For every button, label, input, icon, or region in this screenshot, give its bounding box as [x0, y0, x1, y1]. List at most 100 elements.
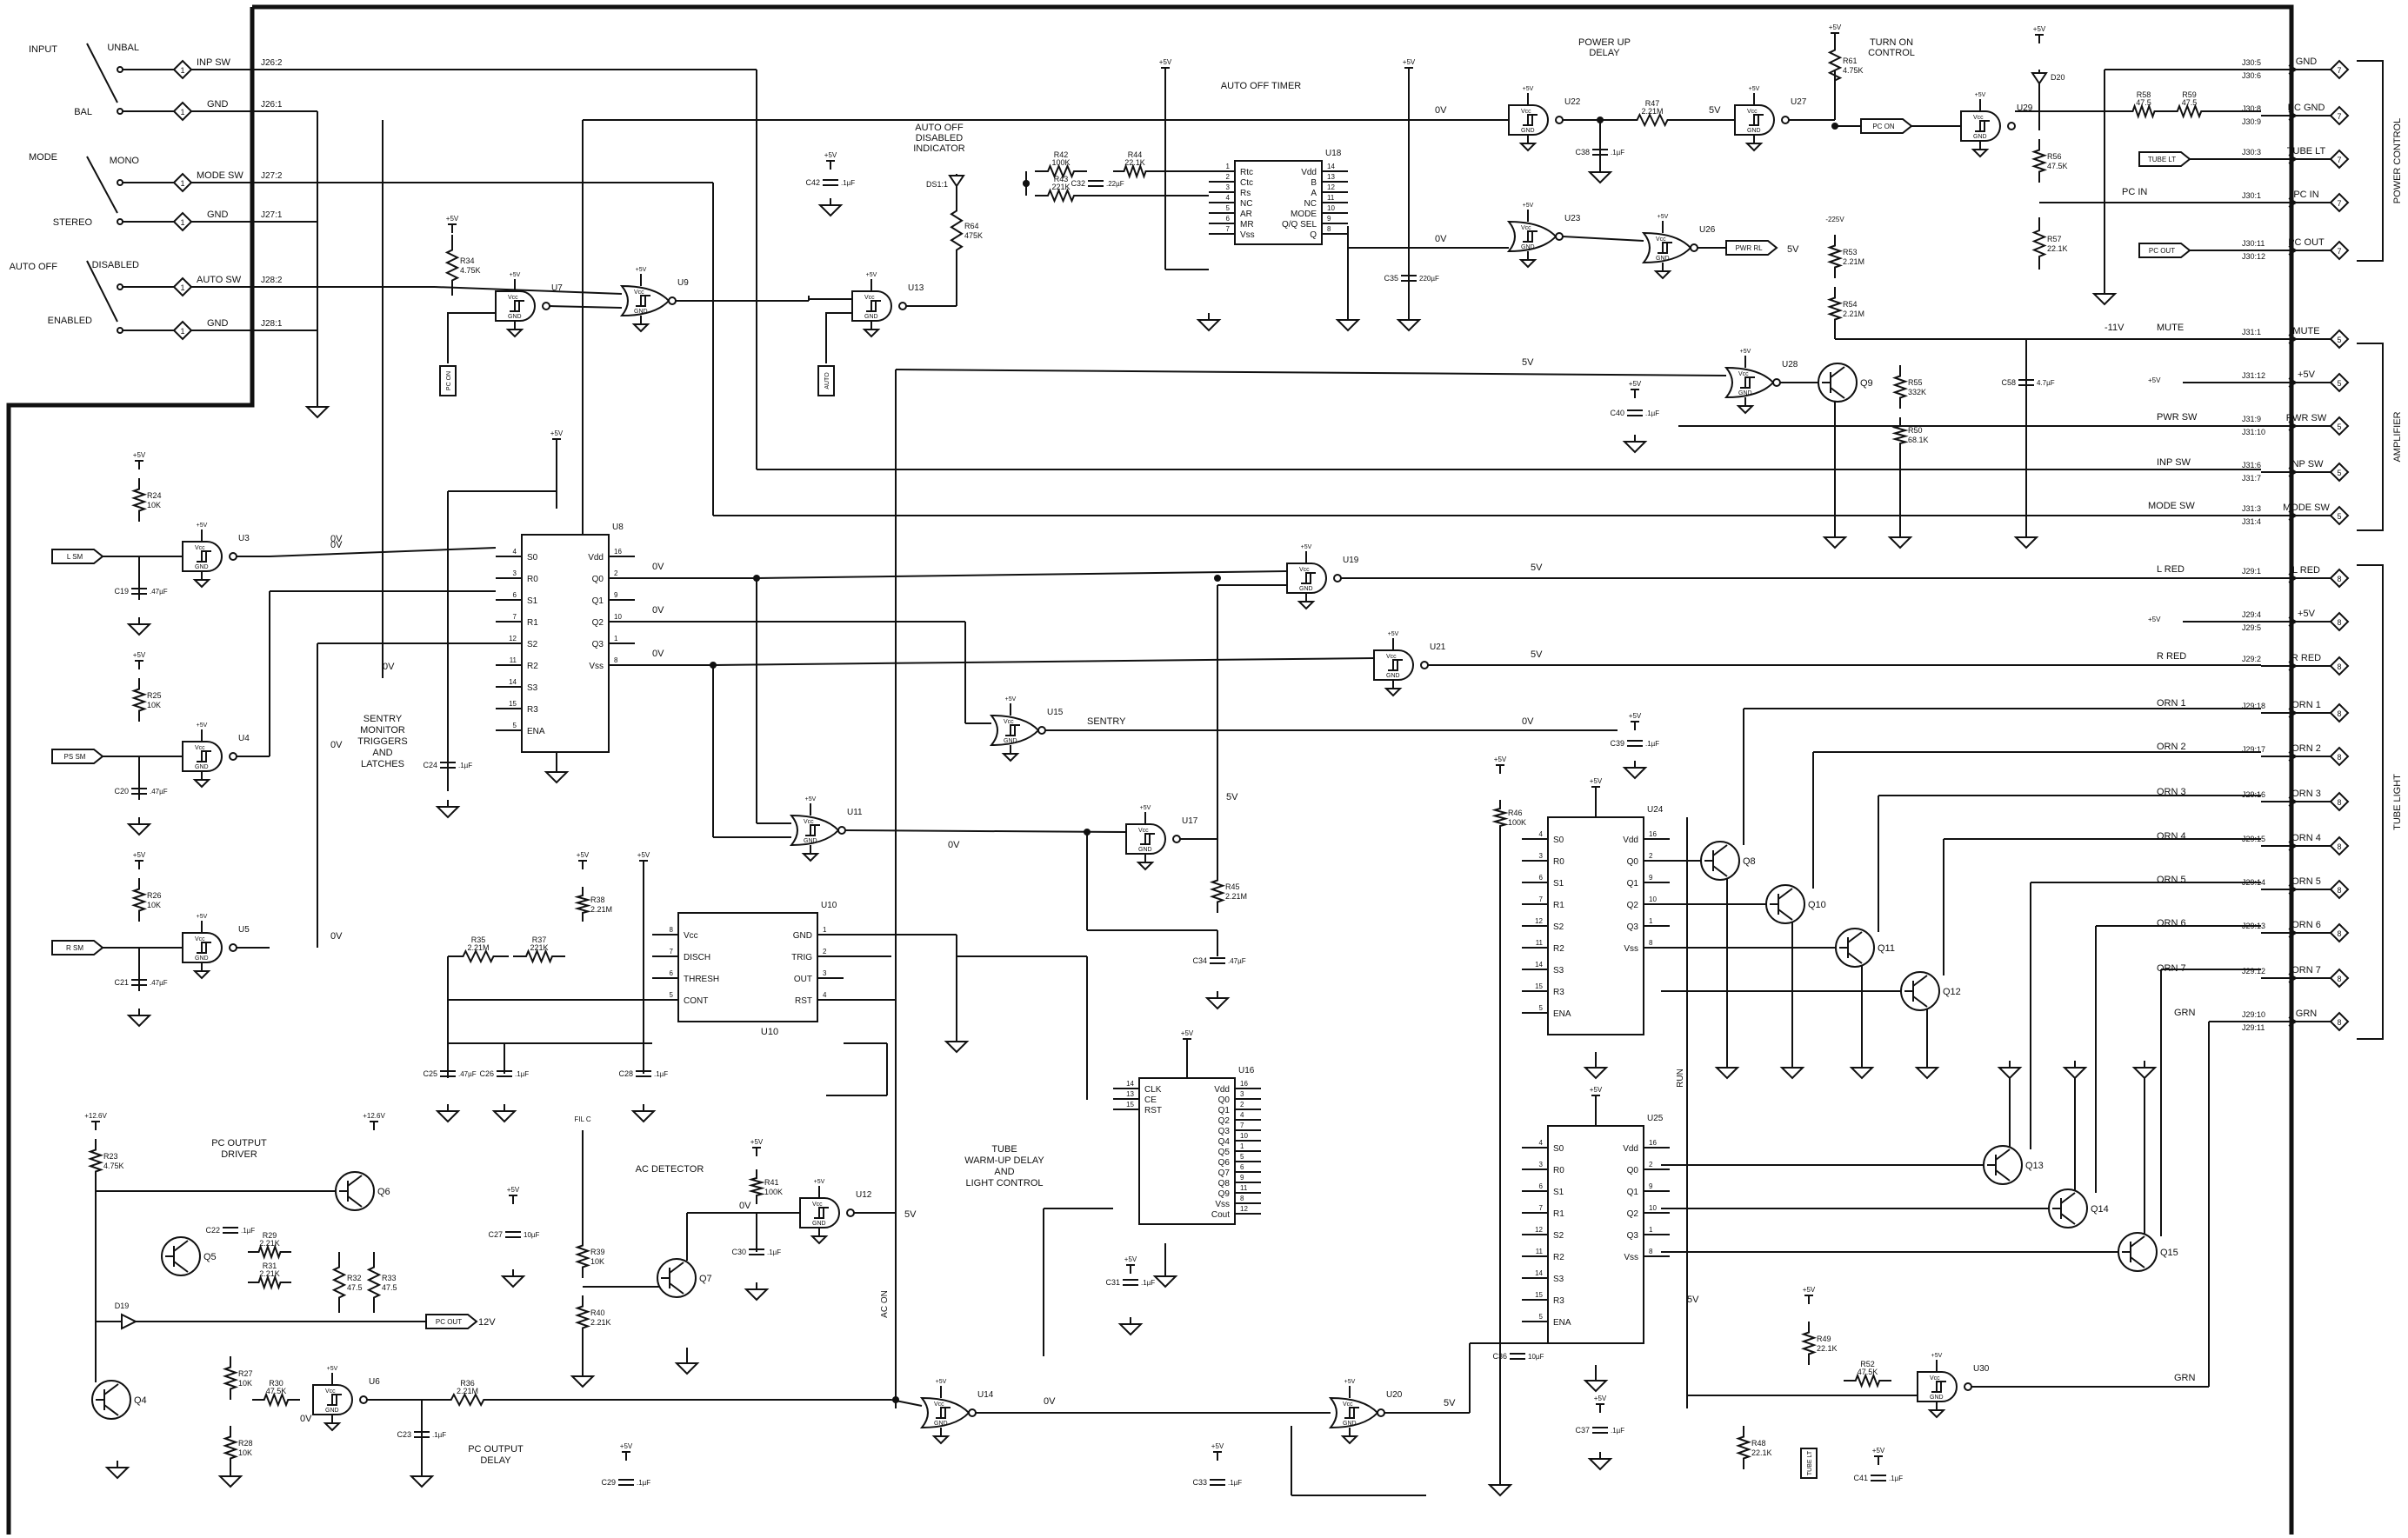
ground-symbol	[1396, 319, 1422, 332]
ic-pin-number: 14	[1126, 1080, 1134, 1088]
gate-supply: +5V	[814, 1179, 825, 1185]
ic-pin-label: NC	[1304, 199, 1317, 209]
ground-symbol	[435, 1110, 461, 1123]
gate-vcc: Vcc	[1343, 1402, 1353, 1408]
cap-value: .1µF	[1645, 740, 1659, 748]
block-title: TURN ON	[1870, 37, 1913, 48]
ic-pin-number: 13	[1126, 1090, 1134, 1098]
connector-pin	[2329, 416, 2350, 436]
ic-pin-label: Q2	[592, 618, 604, 628]
connector-ref: J31:7	[2242, 474, 2261, 483]
ic-pin-label: Rs	[1240, 189, 1251, 198]
supply-label: +5V	[1181, 1029, 1194, 1037]
ic-pin-label: S1	[1553, 879, 1564, 889]
switch-position-label: STEREO	[53, 217, 93, 228]
capacitor	[1871, 1475, 1886, 1481]
block-title: INDICATOR	[913, 143, 965, 154]
cap-value: .1µF	[458, 762, 472, 769]
resistor	[574, 1235, 591, 1278]
ic-pin-number: 2	[614, 569, 618, 577]
arrow	[2288, 377, 2298, 388]
net-label: ORN 1	[2157, 698, 2186, 709]
gate-gnd: GND	[1004, 738, 1017, 744]
voltage-label: 0V	[300, 1414, 312, 1424]
block-title: AUTO OFF TIMER	[1221, 81, 1302, 91]
block-title: SENTRY	[364, 714, 403, 724]
gate-ground	[1736, 405, 1755, 415]
gate-vcc: Vcc	[1138, 828, 1149, 834]
connector-pin-number: 5	[2337, 469, 2341, 477]
transistor-name: Q4	[134, 1395, 147, 1406]
ic-pin-label: R2	[527, 662, 538, 671]
switch-gnd-label: GND	[207, 210, 229, 220]
resistor-zigzag	[252, 1392, 300, 1408]
transistor: Q11	[1835, 928, 1895, 968]
ic-pin-number: 12	[509, 635, 517, 642]
gate-ground	[323, 1422, 342, 1432]
transistor: Q6	[335, 1171, 390, 1211]
connector-ref: J29:11	[2242, 1023, 2265, 1032]
ic-pin-number: 5	[1226, 204, 1231, 212]
net-label: ORN 7	[2157, 963, 2186, 974]
gate-name: U20	[1386, 1390, 1403, 1400]
transistor-collector	[347, 1175, 363, 1187]
schmitt-mark	[1525, 230, 1538, 243]
resistor	[513, 949, 565, 964]
voltage-label: 5V	[904, 1209, 917, 1220]
connector-pin	[172, 172, 193, 193]
switch-blade	[86, 260, 118, 323]
connector-pin	[2329, 922, 2350, 943]
cap-value: .47µF	[458, 1070, 477, 1078]
ic-pin-number: 15	[1535, 1291, 1543, 1299]
components: VccGNDU7+5VVccGNDU9+5VVccGNDU13+5VRtc1Ct…	[51, 35, 2350, 1497]
resistor-name: R35	[471, 935, 486, 944]
ic-pin-label: OUT	[794, 975, 812, 984]
ic-pin-label: R0	[527, 575, 538, 584]
cap-value: 220µF	[1419, 275, 1439, 283]
resistor-name: R32	[347, 1274, 362, 1282]
voltage-label: 0V	[1522, 716, 1534, 727]
gate-bubble	[229, 752, 237, 761]
resistor	[1035, 188, 1087, 203]
ic-pin-number: 6	[1539, 874, 1544, 882]
block-title: TRIGGERS	[357, 736, 407, 747]
voltage-label: 5V	[1787, 244, 1799, 255]
capacitor	[131, 788, 147, 795]
gate-gnd: GND	[1386, 673, 1400, 679]
ic-pin-label: Q	[1310, 230, 1317, 240]
transistor-collector	[103, 1383, 119, 1395]
resistor-name: R48	[1751, 1439, 1766, 1448]
gate-vcc: Vcc	[634, 290, 644, 296]
resistor-value: 10K	[238, 1379, 252, 1388]
gate-bubble	[1172, 835, 1181, 843]
group-label: POWER CONTROL	[2392, 118, 2403, 203]
resistor-value: 47.5	[2136, 98, 2151, 107]
gate-bubble	[1690, 243, 1698, 252]
ic-pin-label: Ctc	[1240, 178, 1253, 188]
gate-vcc: Vcc	[1930, 1375, 1940, 1382]
resistor-value: 47.5K	[2047, 162, 2068, 170]
gate-ground	[505, 329, 524, 338]
gate-bubble	[668, 296, 677, 305]
supply-label: +5V	[1590, 777, 1603, 785]
arrow	[2288, 751, 2298, 762]
ic-pin-number: 4	[1240, 1111, 1244, 1119]
cap-name: C36	[1492, 1352, 1507, 1361]
resistor-zigzag	[513, 949, 565, 964]
schmitt-mark	[869, 300, 881, 312]
resistor-zigzag	[222, 1356, 239, 1400]
connector-pin	[2329, 568, 2350, 589]
supply-label: +5V	[550, 429, 564, 437]
arrow	[2288, 708, 2298, 718]
ic-pin-number: 16	[614, 548, 622, 556]
ic-u16: CLK14CE13RST15Vdd16Q03Q12Q24Q37Q410Q51Q6…	[1113, 1066, 1261, 1225]
gate-gnd: GND	[1299, 586, 1313, 592]
ic-pin-number: 12	[1240, 1205, 1248, 1213]
transistor-name: Q13	[2025, 1161, 2044, 1171]
switch-net-label: INP SW	[197, 57, 231, 68]
gate-gnd: GND	[1930, 1395, 1944, 1401]
gate-supply: +5V	[1523, 86, 1534, 92]
net-tag	[51, 940, 104, 955]
